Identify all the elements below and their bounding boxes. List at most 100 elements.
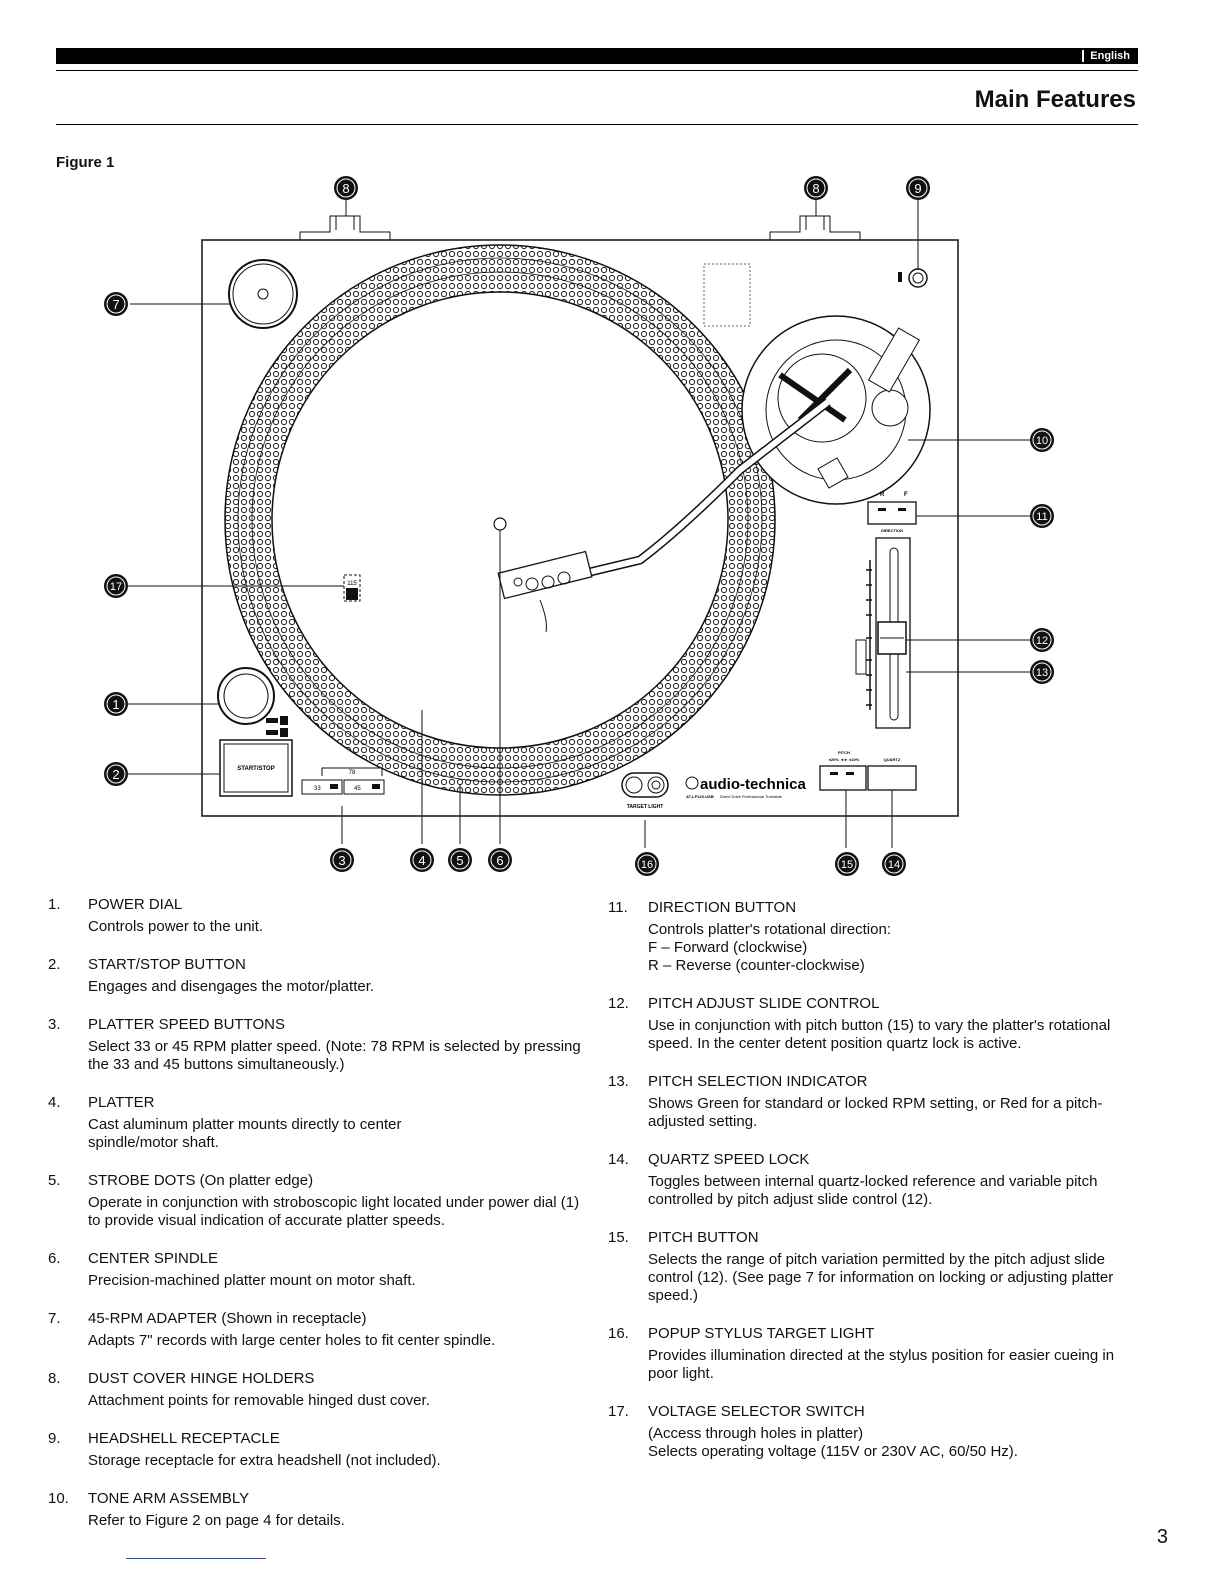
item-number: 16. (608, 1325, 629, 1342)
callout-15: 15 (835, 852, 859, 876)
feature-item: 10. TONE ARM ASSEMBLY Refer to Figure 2 … (48, 1490, 588, 1530)
item-title: PITCH SELECTION INDICATOR (648, 1073, 868, 1090)
item-number: 9. (48, 1430, 61, 1447)
item-number: 4. (48, 1094, 61, 1111)
item-title: START/STOP BUTTON (88, 956, 246, 973)
footer-rule (126, 1558, 266, 1559)
item-number: 8. (48, 1370, 61, 1387)
target-light: TARGET LIGHT (621, 772, 669, 810)
svg-text:7: 7 (112, 297, 119, 312)
adapter-receptacle (228, 259, 298, 329)
item-desc: Provides illumination directed at the st… (648, 1347, 1115, 1382)
svg-text:14: 14 (888, 859, 900, 871)
item-number: 11. (608, 899, 628, 916)
item-number: 14. (608, 1151, 629, 1168)
voltage-selector-switch: 115 (343, 574, 361, 602)
svg-text:1: 1 (112, 697, 119, 712)
item-desc: Attachment points for removable hinged d… (88, 1392, 430, 1409)
item-title: PLATTER (88, 1094, 155, 1111)
item-desc: Use in conjunction with pitch button (15… (648, 1017, 1111, 1052)
item-desc: Selects operating voltage (115V or 230V … (648, 1443, 1018, 1460)
item-desc: Engages and disengages the motor/platter… (88, 978, 375, 995)
feature-item: 1. POWER DIAL Controls power to the unit… (48, 896, 588, 936)
item-title: PITCH BUTTON (648, 1229, 759, 1246)
pitch-range-label: ±20% ◄► ±10% (829, 757, 860, 762)
callout-3: 3 (330, 848, 354, 872)
target-light-label: TARGET LIGHT (627, 804, 664, 810)
features-list-left: 1. POWER DIAL Controls power to the unit… (48, 896, 588, 1550)
direction-button: R F DIRECTION (867, 492, 917, 533)
callout-5: 5 (448, 848, 472, 872)
callout-2: 2 (104, 762, 128, 786)
item-number: 1. (48, 896, 61, 913)
callout-8b: 8 (804, 176, 828, 200)
hinge-holder-left (299, 215, 391, 240)
svg-text:15: 15 (841, 859, 853, 871)
feature-item: 16. POPUP STYLUS TARGET LIGHT Provides i… (608, 1325, 1148, 1383)
item-desc: Controls power to the unit. (88, 918, 264, 935)
callout-7: 7 (104, 292, 128, 316)
item-desc: Select 33 or 45 RPM platter speed. (Note… (88, 1038, 581, 1073)
item-desc: Adapts 7" records with large center hole… (88, 1332, 496, 1349)
svg-text:16: 16 (641, 859, 653, 871)
callout-16: 16 (635, 852, 659, 876)
item-desc: Refer to Figure 2 on page 4 for details. (88, 1512, 345, 1529)
callout-17: 17 (104, 574, 128, 598)
callout-10: 10 (1030, 428, 1054, 452)
feature-item: 8. DUST COVER HINGE HOLDERS Attachment p… (48, 1370, 588, 1410)
item-title: HEADSHELL RECEPTACLE (88, 1430, 280, 1447)
item-desc: Storage receptacle for extra headshell (… (88, 1452, 441, 1469)
item-title: VOLTAGE SELECTOR SWITCH (648, 1403, 865, 1420)
start-stop-button: START/STOP (219, 739, 293, 797)
feature-item: 6. CENTER SPINDLE Precision-machined pla… (48, 1250, 588, 1290)
item-desc: Cast aluminum platter mounts directly to… (88, 1116, 402, 1151)
callout-8a: 8 (334, 176, 358, 200)
strobe-light (266, 716, 288, 737)
svg-text:10: 10 (1036, 435, 1048, 447)
item-title: PLATTER SPEED BUTTONS (88, 1016, 285, 1033)
feature-item: 14. QUARTZ SPEED LOCK Toggles between in… (608, 1151, 1148, 1209)
feature-item: 17. VOLTAGE SELECTOR SWITCH (Access thro… (608, 1403, 1148, 1461)
start-stop-label: START/STOP (237, 766, 274, 772)
item-title: QUARTZ SPEED LOCK (648, 1151, 810, 1168)
tone-arm (497, 398, 831, 633)
item-desc: Toggles between internal quartz-locked r… (648, 1173, 1098, 1208)
svg-text:13: 13 (1036, 667, 1048, 679)
direction-label: DIRECTION (881, 528, 903, 533)
brand-name: audio-technica (700, 776, 807, 793)
item-number: 15. (608, 1229, 629, 1246)
callout-4: 4 (410, 848, 434, 872)
page-title: Main Features (974, 86, 1136, 113)
callout-1: 1 (104, 692, 128, 716)
svg-text:8: 8 (342, 181, 349, 196)
item-number: 3. (48, 1016, 61, 1033)
language-label: English (1082, 50, 1136, 62)
item-number: 13. (608, 1073, 629, 1090)
item-number: 10. (48, 1490, 69, 1507)
feature-item: 12. PITCH ADJUST SLIDE CONTROL Use in co… (608, 995, 1148, 1053)
header-rule (56, 70, 1138, 71)
feature-item: 13. PITCH SELECTION INDICATOR Shows Gree… (608, 1073, 1148, 1131)
item-desc: Selects the range of pitch variation per… (648, 1251, 1114, 1304)
svg-text:4: 4 (418, 853, 425, 868)
speed-78-label: 78 (349, 770, 356, 776)
feature-item: 7. 45-RPM ADAPTER (Shown in receptacle) … (48, 1310, 588, 1350)
item-title: DIRECTION BUTTON (648, 899, 797, 916)
callout-12: 12 (1030, 628, 1054, 652)
figure-label: Figure 1 (56, 154, 115, 171)
callout-6: 6 (488, 848, 512, 872)
item-desc: Shows Green for standard or locked RPM s… (648, 1095, 1103, 1130)
svg-text:2: 2 (112, 767, 119, 782)
item-number: 12. (608, 995, 629, 1012)
model-sub-label: Direct Drive Professional Turntable (720, 794, 783, 799)
svg-text:8: 8 (812, 181, 819, 196)
headshell-receptacle (898, 268, 928, 288)
item-desc: Operate in conjunction with stroboscopic… (88, 1194, 580, 1229)
hinge-holder-right (769, 215, 861, 240)
feature-item: 4. PLATTER Cast aluminum platter mounts … (48, 1094, 588, 1152)
speed-33-label: 33 (314, 786, 321, 792)
feature-item: 11. DIRECTION BUTTON Controls platter's … (608, 899, 1148, 975)
turntable-figure: 115 START/STOP (104, 176, 1054, 876)
item-title: STROBE DOTS (On platter edge) (88, 1172, 314, 1189)
quartz-label: QUARTZ (884, 757, 901, 762)
